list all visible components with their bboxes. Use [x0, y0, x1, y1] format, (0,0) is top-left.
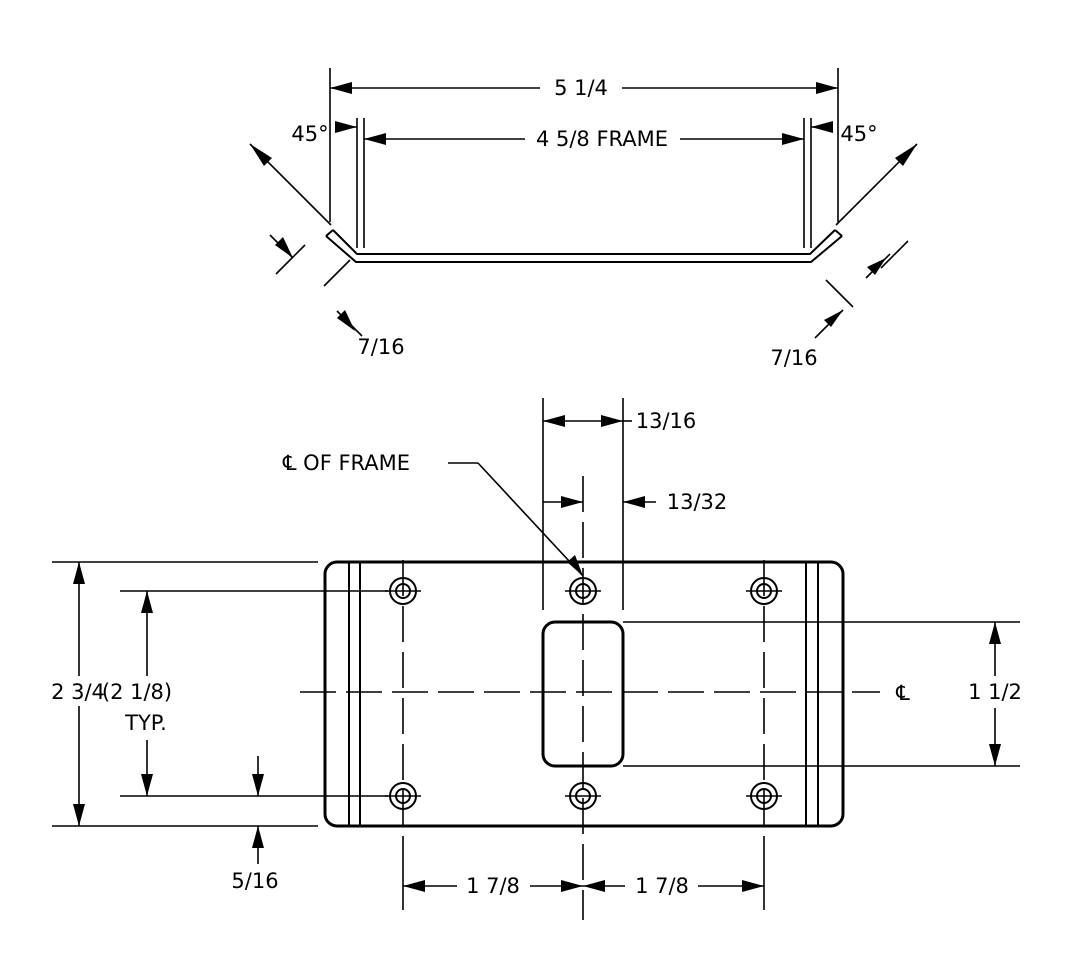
hole-bottom-center: [565, 782, 601, 810]
overall-width-label: 5 1/4: [554, 76, 608, 100]
centerline-symbol: ℄: [895, 681, 910, 705]
hole-top-right: [746, 577, 782, 605]
frame-width-label: 4 5/8 FRAME: [536, 127, 668, 151]
hole-bottom-right: [746, 782, 782, 810]
slot-height-label: 1 1/2: [968, 680, 1022, 704]
overall-height-label: 2 3/4: [51, 680, 105, 704]
angle-right-label: 45°: [840, 122, 877, 146]
hole-spacing-note-label: TYP.: [124, 711, 167, 735]
plate-lip-right: [834, 229, 843, 237]
hole-top-left: [385, 577, 421, 605]
plate-lip-left: [325, 229, 334, 237]
plate-outline: [323, 560, 845, 828]
hole-spacing-right-label: 1 7/8: [635, 874, 689, 898]
hole-top-center: [565, 577, 601, 605]
top-view: 5 1/4 4 5/8 FRAME 45° 45° 7/16: [249, 68, 918, 370]
slot-width-label: 13/16: [636, 409, 697, 433]
slot-offset-label: 13/32: [667, 490, 728, 514]
angle-left-label: 45°: [291, 122, 328, 146]
hole-bottom-left: [385, 782, 421, 810]
plan-view: 13/16 13/32 ℄ OF FRAME 2 3/4 (2 1/8) TYP…: [48, 398, 1022, 920]
hole-spacing-left-label: 1 7/8: [466, 874, 520, 898]
hole-spacing-vertical-label: (2 1/8): [102, 680, 172, 704]
edge-offset-label: 5/16: [231, 869, 278, 893]
flange-right-label: 7/16: [770, 346, 817, 370]
flange-left-label: 7/16: [357, 335, 404, 359]
centerline-callout-label: ℄ OF FRAME: [282, 451, 410, 475]
plate-profile: [325, 229, 843, 263]
